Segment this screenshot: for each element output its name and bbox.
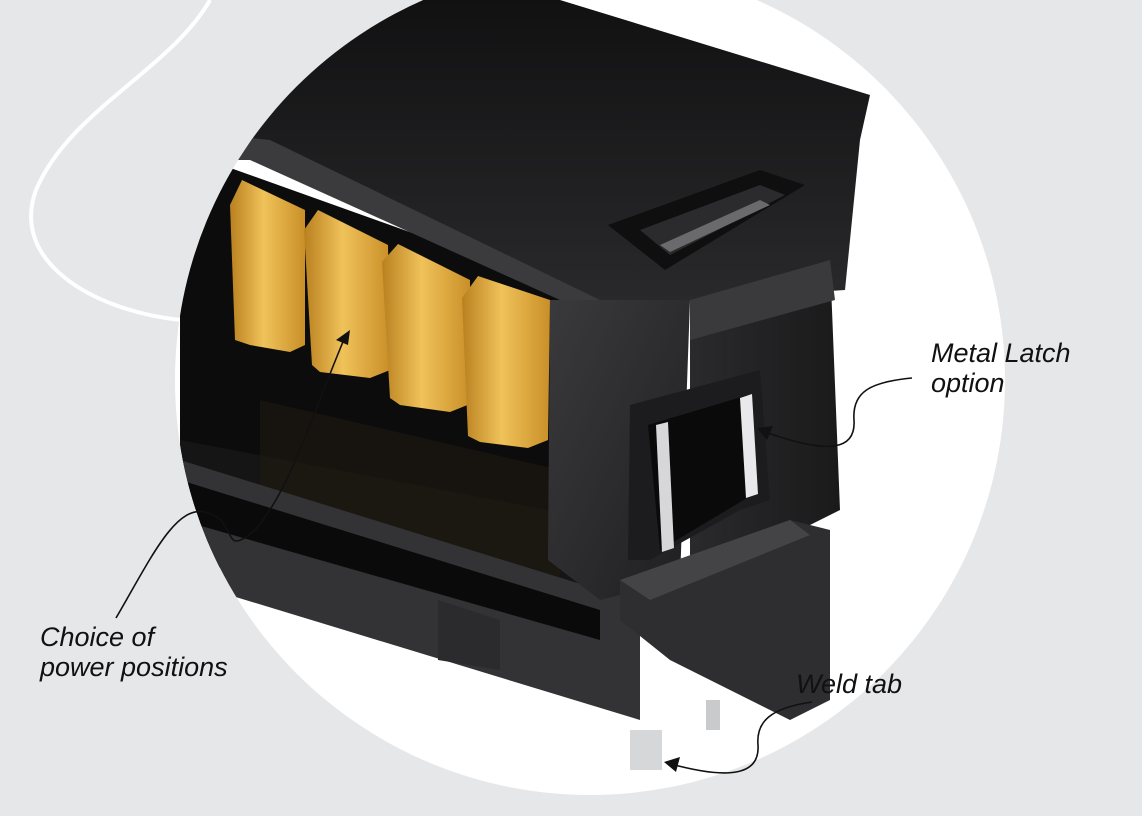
callout-weld-tab-line1: Weld tab [796, 669, 903, 699]
gold-contacts [230, 180, 550, 448]
leader-line-power [115, 336, 346, 619]
callout-metal-latch-line2: option [931, 368, 1005, 398]
callout-metal-latch-line1: Metal Latch [931, 338, 1071, 368]
connector-housing [180, 0, 870, 770]
arrow-head-icon [664, 757, 680, 772]
leader-line-weld [670, 701, 813, 774]
decorative-curve [29, 0, 212, 322]
arrow-head-icon [336, 330, 350, 345]
callout-power-positions-line2: power positions [40, 652, 228, 682]
callout-power-positions: Choice of power positions [40, 622, 228, 682]
leader-lines [115, 336, 913, 774]
callout-metal-latch: Metal Latch option [931, 338, 1071, 398]
arrow-head-icon [757, 426, 773, 440]
leader-line-latch [764, 377, 913, 448]
callout-weld-tab: Weld tab [796, 669, 902, 699]
gold-contact [382, 244, 470, 412]
gold-contact [462, 276, 550, 448]
callout-power-positions-line1: Choice of [40, 622, 155, 652]
gold-contact [230, 180, 305, 352]
gold-contact [304, 210, 390, 378]
